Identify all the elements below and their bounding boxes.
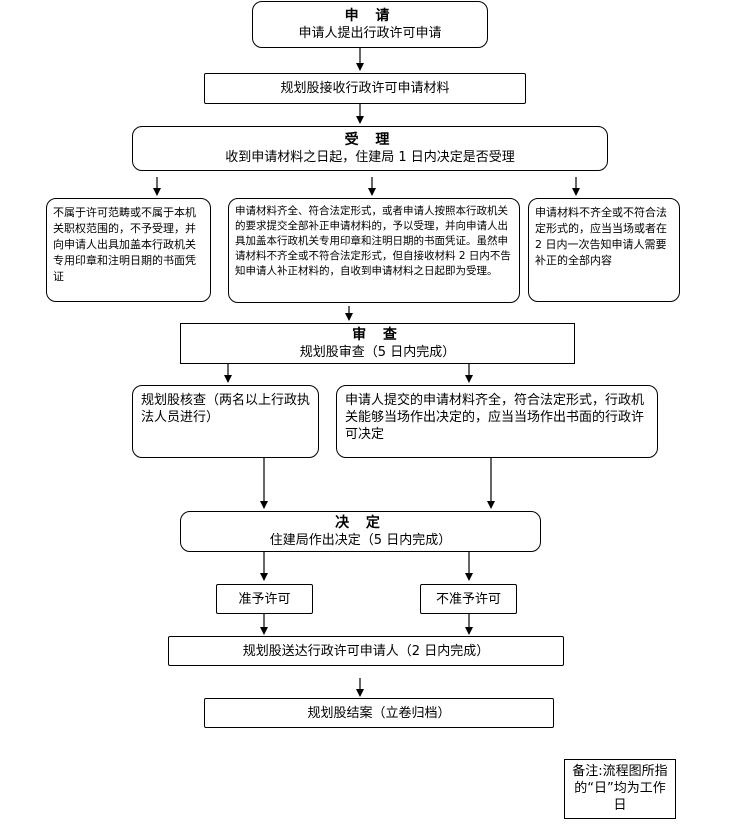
review-onsite-box: 申请人提交的申请材料齐全，符合法定形式，行政机关能够当场作出决定的，应当当场作出… [336,385,658,458]
decision-box: 决 定 住建局作出决定（5 日内完成） [180,511,541,552]
review-box: 审 查 规划股审查（5 日内完成） [180,323,575,364]
close-text: 规划股结案（立卷归档） [307,705,451,721]
review-title: 审 查 [352,327,403,343]
approve-text: 准予许可 [238,591,291,607]
accept-title: 受 理 [344,132,396,148]
deny-box: 不准予许可 [420,584,517,614]
accept-box: 受 理 收到申请材料之日起，住建局 1 日内决定是否受理 [132,126,608,171]
apply-text: 申请人提出行政许可申请 [298,26,442,41]
decision-text: 住建局作出决定（5 日内完成） [269,533,452,548]
deny-text: 不准予许可 [435,591,501,607]
review-onsite-text: 申请人提交的申请材料齐全，符合法定形式，行政机关能够当场作出决定的，应当当场作出… [345,393,645,442]
branch-supplement: 申请材料不齐全或不符合法定形式的，应当当场或者在 2 日内一次告知申请人需要补正… [528,198,680,302]
approve-box: 准予许可 [216,584,313,614]
branch-supplement-text: 申请材料不齐全或不符合法定形式的，应当当场或者在 2 日内一次告知申请人需要补正… [535,206,667,267]
apply-title: 申 请 [344,8,396,24]
branch-not-accepted: 不属于许可范畴或不属于本机关职权范围的，不予受理，并向申请人出具加盖本行政机关专… [46,198,211,302]
branch-not-accepted-text: 不属于许可范畴或不属于本机关职权范围的，不予受理，并向申请人出具加盖本行政机关专… [53,206,196,283]
receive-text: 规划股接收行政许可申请材料 [280,81,450,96]
branch-accepted: 申请材料齐全、符合法定形式，或者申请人按照本行政机关的要求提交全部补正申请材料的… [228,198,520,303]
review-check-text: 规划股核查（两名以上行政执法人员进行） [141,393,311,425]
footnote-box: 备注:流程图所指的“日”均为工作日 [564,759,676,819]
review-check-box: 规划股核查（两名以上行政执法人员进行） [132,385,319,458]
footnote-text: 备注:流程图所指的“日”均为工作日 [572,764,668,813]
deliver-box: 规划股送达行政许可申请人（2 日内完成） [168,636,564,666]
accept-text: 收到申请材料之日起，住建局 1 日内决定是否受理 [225,150,515,165]
receive-box: 规划股接收行政许可申请材料 [204,73,526,104]
decision-title: 决 定 [335,515,386,531]
deliver-text: 规划股送达行政许可申请人（2 日内完成） [242,643,490,659]
branch-accepted-text: 申请材料齐全、符合法定形式，或者申请人按照本行政机关的要求提交全部补正申请材料的… [235,205,511,277]
review-text: 规划股审查（5 日内完成） [299,345,456,360]
close-box: 规划股结案（立卷归档） [204,698,554,728]
apply-box: 申 请 申请人提出行政许可申请 [252,1,488,48]
